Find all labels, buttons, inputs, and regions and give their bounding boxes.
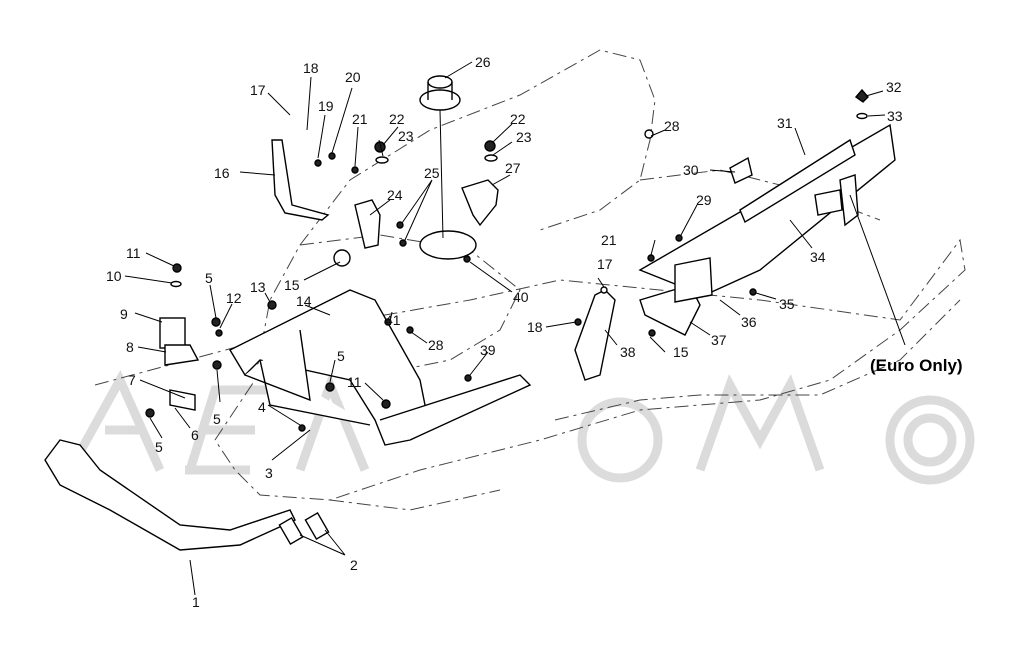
steering-support-left [271, 139, 330, 221]
callout-22-b: 22 [510, 111, 526, 127]
seat-panel [638, 123, 896, 303]
callout-38: 38 [620, 344, 636, 360]
callout-4: 4 [258, 399, 266, 415]
euro-only-note: (Euro Only) [870, 356, 963, 375]
snowflap [814, 174, 859, 227]
callout-21-b: 21 [601, 232, 617, 248]
callout-6: 6 [191, 427, 199, 443]
callout-30: 30 [683, 162, 699, 178]
callout-13: 13 [250, 279, 266, 295]
leader-lines [124, 61, 906, 596]
small-hardware [145, 88, 869, 545]
callout-32: 32 [886, 79, 902, 95]
callouts: 1 2 3 4 5 5 5 5 6 7 8 9 10 11 11 12 13 1… [106, 54, 963, 610]
callout-23-a: 23 [398, 128, 414, 144]
callout-2: 2 [350, 557, 358, 573]
callout-22-a: 22 [389, 111, 405, 127]
callout-15-a: 15 [284, 277, 300, 293]
callout-20: 20 [345, 69, 361, 85]
callout-7: 7 [128, 372, 136, 388]
bulkhead-frame [229, 289, 532, 446]
callout-15-b: 15 [673, 344, 689, 360]
callout-29: 29 [696, 192, 712, 208]
callout-37: 37 [711, 332, 727, 348]
callout-18-a: 18 [303, 60, 319, 76]
steering-support-right [574, 289, 616, 381]
front-bumper [44, 439, 296, 551]
chassis-outline [94, 49, 966, 511]
callout-5-b: 5 [213, 411, 221, 427]
callout-10: 10 [106, 268, 122, 284]
callout-41: 41 [385, 312, 401, 328]
callout-23-b: 23 [516, 129, 532, 145]
callout-19: 19 [318, 98, 334, 114]
callout-35: 35 [779, 296, 795, 312]
callout-21-a: 21 [352, 111, 368, 127]
fuel-tank-neck [419, 75, 477, 260]
callout-5-a: 5 [205, 270, 213, 286]
callout-17-a: 17 [250, 82, 266, 98]
callout-18-b: 18 [527, 319, 543, 335]
callout-24: 24 [387, 187, 403, 203]
callout-11-b: 11 [347, 374, 362, 390]
callout-39: 39 [480, 342, 496, 358]
callout-12: 12 [226, 290, 242, 306]
callout-25: 25 [424, 165, 440, 181]
callout-3: 3 [265, 465, 273, 481]
callout-8: 8 [126, 339, 134, 355]
watermark-logo [66, 369, 975, 485]
callout-36: 36 [741, 314, 757, 330]
callout-34: 34 [810, 249, 826, 265]
callout-31: 31 [777, 115, 793, 131]
callout-14: 14 [296, 293, 312, 309]
callout-26: 26 [475, 54, 491, 70]
callout-28-b: 28 [428, 337, 444, 353]
callout-16: 16 [214, 165, 230, 181]
callout-33: 33 [887, 108, 903, 124]
callout-5-c: 5 [155, 439, 163, 455]
callout-1: 1 [192, 594, 200, 610]
callout-5-d: 5 [337, 348, 345, 364]
callout-9: 9 [120, 306, 128, 322]
callout-17-b: 17 [597, 256, 613, 272]
callout-11-a: 11 [126, 245, 141, 261]
callout-28-a: 28 [664, 118, 680, 134]
callout-27: 27 [505, 160, 521, 176]
callout-40: 40 [513, 289, 529, 305]
